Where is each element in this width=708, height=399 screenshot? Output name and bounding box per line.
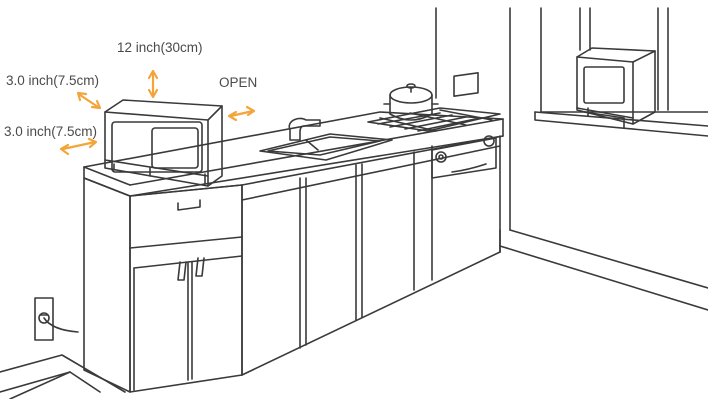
arrow-top [149, 71, 157, 97]
cooktop [368, 108, 500, 131]
arrow-side-upper [78, 93, 100, 108]
sink [260, 118, 392, 160]
window [535, 8, 708, 136]
wall-outlet [35, 298, 78, 340]
pot [384, 84, 438, 120]
microwave-main [105, 100, 222, 186]
arrow-side-lower [61, 139, 96, 154]
side-clearance-upper-label: 3.0 inch(7.5cm) [6, 73, 99, 89]
side-clearance-lower-label: 3.0 inch(7.5cm) [4, 124, 97, 140]
microwave-on-sill [577, 48, 655, 128]
arrow-open [229, 107, 254, 120]
top-clearance-label: 12 inch(30cm) [117, 40, 203, 56]
open-label: OPEN [219, 75, 257, 91]
counter [84, 112, 503, 196]
left-cabinet [84, 178, 242, 392]
